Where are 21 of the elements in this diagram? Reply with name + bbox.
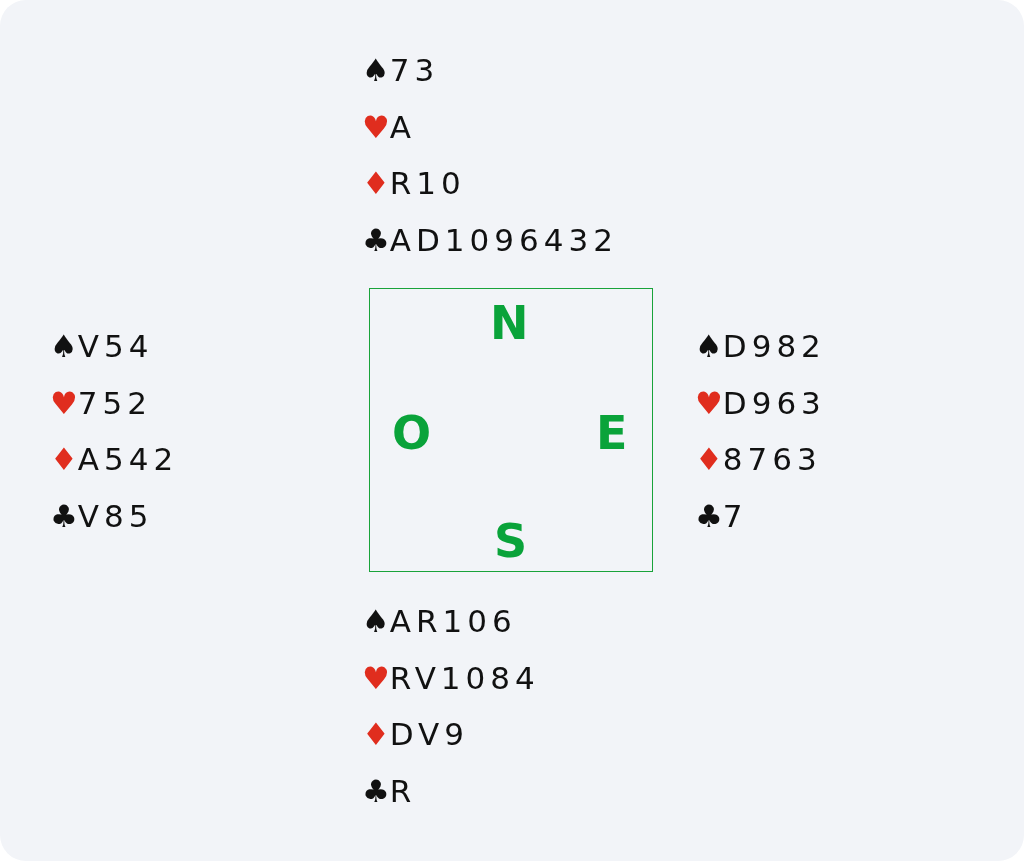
card-holding: ♠73: [362, 51, 440, 90]
card-holding: ♣V85: [50, 496, 154, 536]
card-holding: ♥A: [362, 107, 416, 147]
card-holding: ♥752: [50, 383, 152, 423]
card-holding: ♣R: [362, 771, 417, 811]
card-holding: ♣AD1096432: [362, 220, 618, 260]
card-holding: ♦R10: [362, 164, 466, 203]
card-holding: ♥RV1084: [362, 658, 540, 698]
card-holding: ♦8763: [695, 440, 822, 479]
card-holding: ♠AR106: [362, 602, 517, 641]
card-holding: ♦DV9: [362, 715, 470, 754]
card-holding: ♠V54: [50, 327, 154, 366]
direction-letter: O: [392, 407, 432, 459]
direction-letter: S: [494, 515, 528, 567]
direction-letter: N: [490, 297, 529, 349]
card-holding: ♠D982: [695, 327, 826, 366]
card-holding: ♥D963: [695, 383, 826, 423]
card-holding: ♦A542: [50, 440, 179, 479]
compass-box: [369, 288, 653, 572]
direction-letter: E: [596, 407, 628, 459]
card-holding: ♣7: [695, 496, 748, 536]
